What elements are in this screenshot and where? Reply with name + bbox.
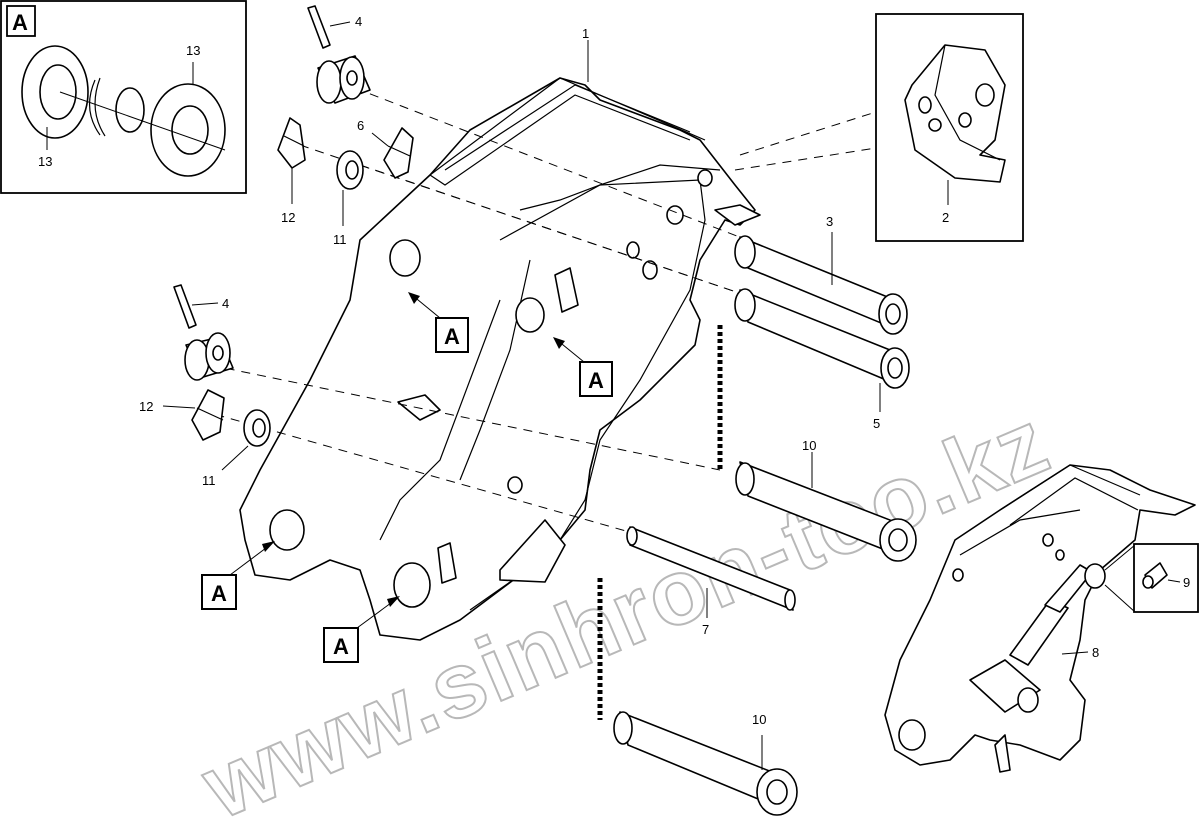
label-2: 2	[942, 210, 949, 225]
label-7: 7	[702, 622, 709, 637]
label-11-top: 11	[333, 232, 347, 247]
detail-2-inset: 2	[734, 13, 1024, 242]
detail-a-title: A	[12, 10, 28, 35]
main-frame-part-1: 1	[239, 26, 761, 641]
label-12-bottom: 12	[139, 399, 153, 414]
pin-5: 5	[734, 288, 910, 431]
top-hardware: 4 12 11 6	[277, 5, 414, 247]
label-4-left: 4	[222, 296, 229, 311]
label-9: 9	[1183, 575, 1190, 590]
label-8: 8	[1092, 645, 1099, 660]
detail-a-inset: A 13 13	[0, 0, 247, 194]
label-12-top: 12	[281, 210, 295, 225]
svg-text:A: A	[211, 581, 227, 606]
label-5: 5	[873, 416, 880, 431]
detail-9-inset: 9	[1104, 543, 1199, 613]
pin-10-top: 10	[735, 438, 917, 562]
label-13-bottom: 13	[38, 154, 52, 169]
section-markers: A A A A	[201, 292, 613, 663]
label-10-top: 10	[802, 438, 816, 453]
left-hardware: 4 12 11	[139, 284, 271, 488]
section-marker-a-2: A	[553, 337, 613, 397]
svg-text:A: A	[444, 324, 460, 349]
svg-text:A: A	[588, 368, 604, 393]
label-6: 6	[357, 118, 364, 133]
label-10-bottom: 10	[752, 712, 766, 727]
boom-assembly-part-8: 8	[884, 464, 1196, 773]
section-marker-a-4: A	[323, 596, 400, 663]
pin-7: 7	[626, 526, 796, 637]
label-1: 1	[582, 26, 589, 41]
label-4-top: 4	[355, 14, 362, 29]
label-11-bottom: 11	[202, 473, 216, 488]
pin-3: 3	[734, 214, 908, 335]
label-3: 3	[826, 214, 833, 229]
assembly-axes	[199, 87, 761, 720]
pin-10-bottom: 10	[613, 711, 798, 816]
label-13-top: 13	[186, 43, 200, 58]
svg-text:A: A	[333, 634, 349, 659]
section-marker-a-3: A	[201, 541, 275, 610]
section-marker-a-1: A	[408, 292, 469, 353]
